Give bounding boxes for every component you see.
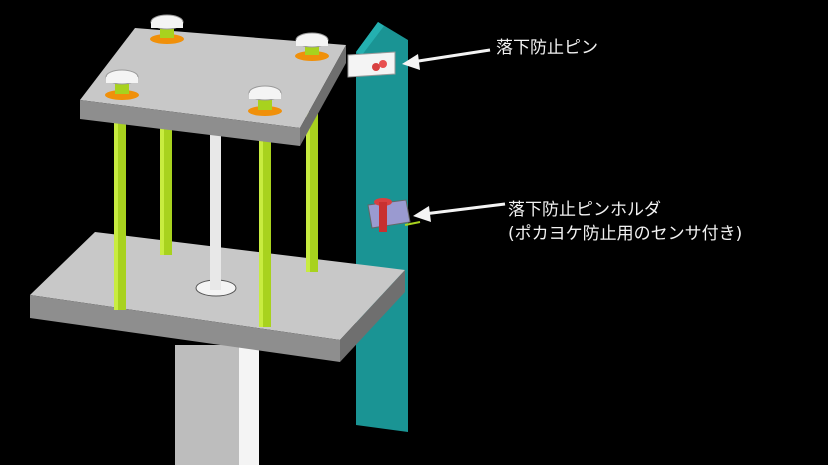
center-rod [210, 135, 221, 290]
guide-rods [114, 112, 318, 327]
arrow-holder [423, 202, 506, 216]
bolt-head [150, 14, 184, 44]
arrow-pin [411, 48, 491, 64]
fall-prevention-pin [347, 51, 396, 78]
bolt-head [105, 69, 139, 100]
bolt-head [295, 32, 329, 61]
pin-holder [367, 198, 421, 232]
bolt-heads [105, 14, 329, 116]
callout-arrows [402, 48, 506, 222]
support-column [175, 345, 259, 465]
label-pin-holder-note: (ポカヨケ防止用のセンサ付き) [508, 224, 743, 244]
label-fall-prevention-pin: 落下防止ピン [496, 38, 598, 58]
bolt-head [248, 85, 282, 116]
top-plate [80, 28, 346, 146]
label-pin-holder: 落下防止ピンホルダ [508, 200, 661, 220]
